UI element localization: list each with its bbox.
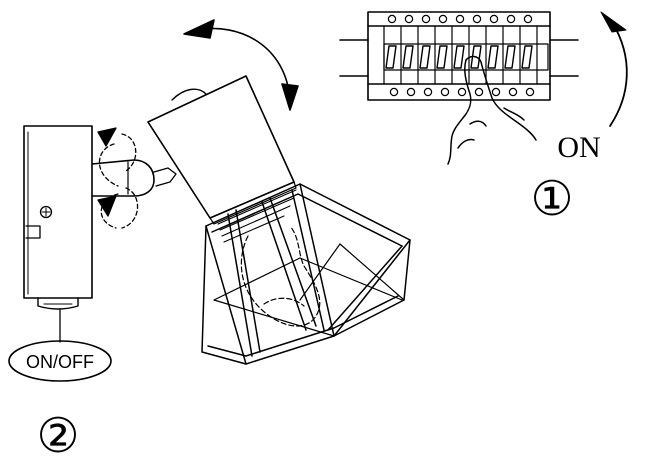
breaker-top-screws <box>387 14 533 24</box>
swivel-arm <box>91 159 177 197</box>
arm-rotation-arrows <box>97 127 139 229</box>
breaker-on-label: ON <box>557 131 600 164</box>
on-off-badge <box>8 340 112 382</box>
on-direction-arrow <box>600 11 628 127</box>
light-bulb <box>240 225 321 327</box>
cage-spotlight-icon <box>201 183 411 365</box>
circuit-breaker-icon <box>339 11 579 101</box>
breaker-modules <box>383 25 538 85</box>
breaker-bottom-screws <box>389 87 535 97</box>
breaker-toggles <box>385 45 533 69</box>
wall-mount-box <box>23 125 93 310</box>
pointing-hand-icon <box>447 55 537 165</box>
socket-threads <box>217 189 297 243</box>
head-swing-arrow <box>183 19 299 111</box>
step-one-marker: ① <box>530 173 573 226</box>
on-off-label: ON/OFF <box>26 352 94 372</box>
lamp-head <box>147 75 297 243</box>
step-two-marker: ② <box>36 410 79 461</box>
